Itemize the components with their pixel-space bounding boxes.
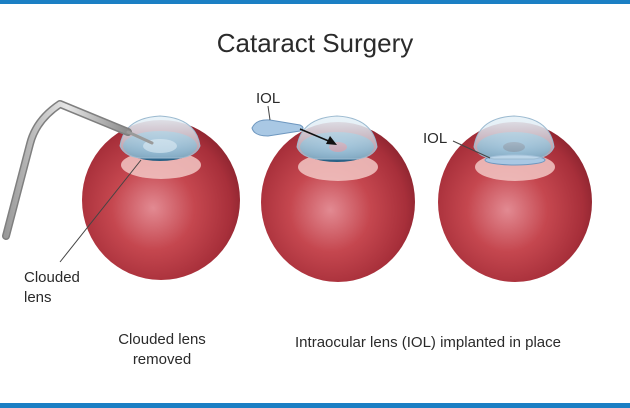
iol-leader-3: [452, 140, 491, 159]
top-frame-bar: [0, 0, 630, 4]
iol-lens-icon: [251, 119, 304, 137]
iol-label-stage-2: IOL: [256, 90, 281, 107]
caption-lens-removed: Clouded lens removed: [118, 331, 206, 368]
clouded-lens-leader: [59, 159, 142, 263]
cornea-2: [296, 115, 378, 160]
lens-capsule-2: [298, 153, 378, 181]
eye-stage-1: [2, 100, 240, 280]
diagram-title: Cataract Surgery: [216, 28, 414, 58]
iol-label-stage-3: IOL: [423, 130, 448, 147]
eye-stage-3: [438, 115, 592, 282]
insertion-arrow: [299, 128, 332, 143]
eyeball-2: [261, 122, 415, 282]
cornea-3: [473, 115, 555, 160]
bottom-frame-bar: [0, 403, 630, 408]
eyeball-1: [82, 120, 240, 280]
caption-iol-implanted: Intraocular lens (IOL) implanted in plac…: [295, 334, 561, 351]
eye-stage-2: [251, 105, 415, 282]
eyeball-3: [438, 122, 592, 282]
cornea-1: [119, 115, 201, 159]
clouded-lens-label: Clouded lens: [24, 269, 80, 306]
